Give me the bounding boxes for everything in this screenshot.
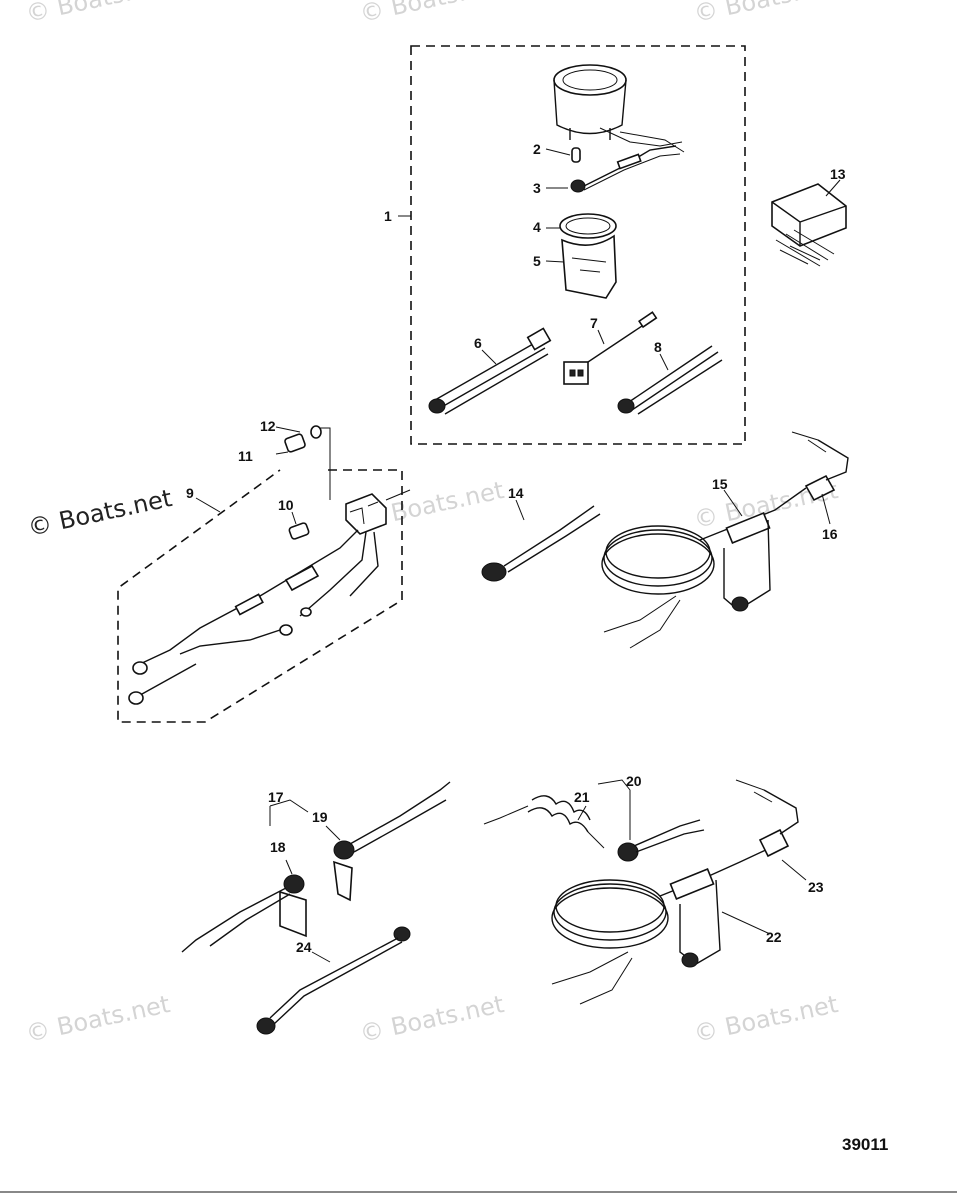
watermark: © Boats.net	[691, 990, 840, 1048]
leader-lines	[195, 148, 841, 963]
watermark-layer: © Boats.net © Boats.net © Boats.net © Bo…	[23, 0, 840, 1048]
callout-7: 7	[590, 315, 598, 331]
screw	[284, 425, 322, 453]
gauge-housing	[553, 64, 685, 153]
callout-14: 14	[508, 485, 524, 501]
callout-11: 11	[238, 448, 253, 464]
coiled-cable-22	[551, 847, 771, 1005]
callout-labels: 1 2 3 4 5 6 7 8 9 10 11 12 13 14 15 16 1…	[186, 141, 846, 955]
mounting-bracket	[561, 234, 617, 299]
retainer-ring	[559, 213, 617, 239]
kit-9-boundary	[117, 469, 403, 723]
cable-boot-23	[735, 779, 799, 858]
figure-number: 39011	[842, 1135, 888, 1154]
cable-24	[256, 926, 411, 1035]
connector-19	[333, 781, 451, 902]
callout-19: 19	[312, 809, 328, 825]
callout-22: 22	[766, 929, 782, 945]
callout-21: 21	[574, 789, 590, 805]
callout-18: 18	[270, 839, 286, 855]
harness-8	[617, 345, 723, 415]
harness-6	[428, 327, 552, 415]
bulb	[571, 147, 581, 163]
callout-4: 4	[533, 219, 541, 235]
callout-5: 5	[533, 253, 541, 269]
callout-12: 12	[260, 418, 276, 434]
callout-10: 10	[278, 497, 294, 513]
callout-23: 23	[808, 879, 824, 895]
callout-13: 13	[830, 166, 846, 182]
connector-18	[181, 874, 307, 953]
callout-8: 8	[654, 339, 662, 355]
callout-16: 16	[822, 526, 838, 542]
callout-15: 15	[712, 476, 728, 492]
callout-6: 6	[474, 335, 482, 351]
watermark: © Boats.net	[23, 990, 172, 1048]
coiled-cable-15	[601, 487, 807, 649]
watermark: © Boats.net	[357, 0, 506, 28]
callout-1: 1	[384, 208, 392, 224]
callout-2: 2	[533, 141, 541, 157]
terminal-block	[345, 493, 387, 535]
watermark: © Boats.net	[691, 0, 840, 28]
watermark: © Boats.net	[23, 0, 172, 28]
watermark-dark: © Boats.net	[25, 484, 174, 542]
harness-14	[481, 505, 601, 582]
callout-9: 9	[186, 485, 194, 501]
sender-7	[563, 311, 658, 385]
bulb-socket	[570, 145, 681, 193]
control-module	[771, 183, 847, 267]
callout-17: 17	[268, 789, 284, 805]
callout-20: 20	[626, 773, 642, 789]
sensor-20	[617, 819, 705, 862]
watermark: © Boats.net	[357, 990, 506, 1048]
callout-3: 3	[533, 180, 541, 196]
wiring-harness-9	[128, 529, 379, 705]
fuse	[288, 522, 310, 540]
callout-24: 24	[296, 939, 312, 955]
cable-boot-16	[791, 431, 849, 502]
